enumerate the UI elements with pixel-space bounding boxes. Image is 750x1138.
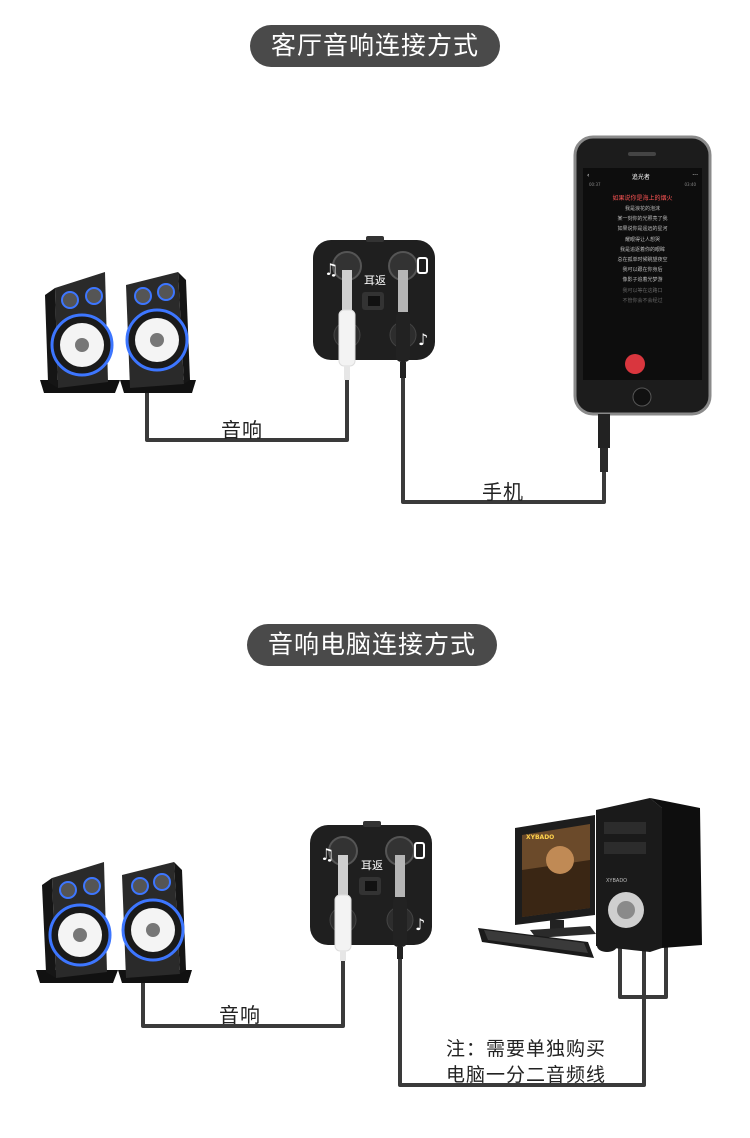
time-right: 03:40 [684, 182, 696, 187]
more-icon[interactable]: ··· [692, 172, 698, 179]
speaker-right-1 [120, 272, 196, 393]
phone-label: 手机 [482, 480, 524, 504]
music-note-icon: ♪ [418, 330, 428, 349]
black-plug-2 [393, 855, 407, 959]
lyric-line: 如果说你是遥远的星河 [617, 226, 668, 233]
adapter-box-1: ♫ ♪ [313, 236, 435, 360]
speaker-set-1: ♫ ♪ [0, 0, 750, 560]
monitor-brand: XYBADO [526, 834, 555, 841]
speaker-cable-1 [145, 362, 349, 442]
speaker-cable-2 [141, 955, 345, 1028]
phone-cable-1 [401, 362, 606, 504]
tower-brand: XYBADO [606, 878, 628, 884]
white-plug-2 [334, 855, 352, 961]
computer-monitor [515, 815, 596, 938]
headphone-icon-2: ♫ [320, 845, 334, 864]
song-title: 追光者 [631, 174, 650, 181]
speaker-label-2: 音响 [219, 1003, 261, 1027]
section-title-pc: 音响电脑连接方式 [247, 624, 497, 666]
lyric-line: 我可以等在这路口 [622, 287, 663, 294]
keyboard [478, 928, 594, 958]
smartphone [573, 135, 712, 472]
lyric-highlight: 如果说你是海上的烟火 [612, 195, 673, 202]
adapter-label-2: 耳返 [361, 859, 383, 872]
speaker-left-2 [36, 862, 118, 983]
adapter-box-2: ♫ ♪ [310, 821, 432, 945]
record-button-icon [625, 354, 645, 374]
lyric-line: 不管你会不会经过 [622, 297, 663, 304]
lyric-line: 像影子追着光梦游 [622, 277, 663, 284]
lyric-line: 耀眼得让人想哭 [624, 236, 660, 243]
lyric-line: 某一刻你的光照亮了我 [617, 216, 668, 223]
lyrics-list: 我是浪花的泡沫某一刻你的光照亮了我如果说你是遥远的星河耀眼得让人想哭我是追逐着你… [583, 204, 702, 306]
pc-cable-2 [398, 944, 646, 1087]
splitter-cable [618, 945, 668, 999]
music-note-icon-2: ♪ [415, 915, 425, 934]
speaker-left-1 [40, 272, 120, 393]
back-icon[interactable]: ‹ [587, 172, 590, 179]
time-left: 00:37 [589, 182, 601, 187]
cable-note: 注：需要单独购买 电脑一分二音频线 [446, 1036, 606, 1088]
phone-icon [417, 257, 428, 274]
adapter-label-1: 耳返 [364, 274, 386, 287]
white-plug-1 [338, 270, 356, 380]
section-title-living-room: 客厅音响连接方式 [250, 25, 500, 67]
headphone-icon: ♫ [324, 260, 338, 279]
note-line-2: 电脑一分二音频线 [446, 1064, 607, 1086]
speaker-set-2: ♫ ♪ [0, 560, 750, 1120]
lyric-line: 总在孤单时候眺望夜空 [617, 257, 668, 264]
lyric-line: 我是浪花的泡沫 [624, 206, 660, 212]
speaker-label-1: 音响 [221, 418, 263, 442]
phone-screen: ‹ 追光者 ··· 00:37 03:40 如果说你是海上的烟火 我是浪花的泡沫… [583, 168, 702, 380]
black-plug-1 [396, 270, 410, 378]
phone-icon-2 [414, 842, 425, 859]
pc-tower [596, 798, 702, 952]
lyric-line: 我是追逐着你的眼眸 [619, 246, 665, 253]
lyric-line: 我可以跟在你身后 [622, 267, 663, 274]
note-line-1: 注：需要单独购买 [446, 1038, 607, 1060]
speaker-right-2 [118, 862, 192, 983]
